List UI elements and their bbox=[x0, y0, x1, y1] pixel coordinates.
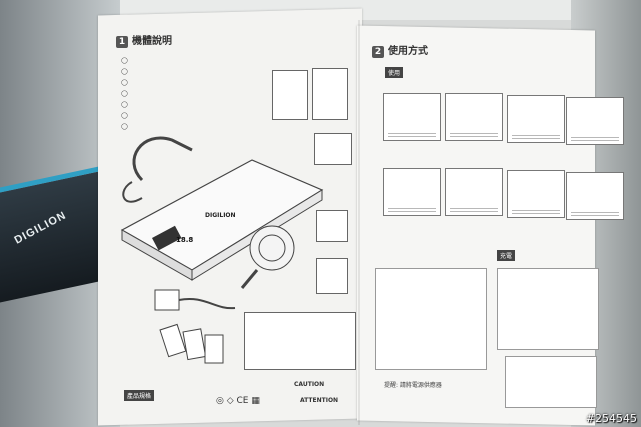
power-bank-brand: DIGILION bbox=[205, 212, 236, 219]
left-section-number: 1 bbox=[116, 36, 128, 48]
parts-list-item bbox=[121, 66, 128, 77]
left-section-heading: 1 機體說明 bbox=[116, 32, 172, 48]
right-section-heading: 2 使用方式 bbox=[372, 42, 428, 58]
plug-illustration bbox=[154, 289, 236, 364]
right-section-number: 2 bbox=[372, 46, 384, 58]
power-bank-screen: 18.8 bbox=[176, 236, 194, 244]
note-text: 提醒: 請將電源供應器 bbox=[384, 382, 442, 389]
step-cell bbox=[507, 170, 565, 218]
certification-icons: ◎ ◇ CE ▦ bbox=[216, 396, 260, 406]
left-section-title: 機體說明 bbox=[132, 36, 172, 47]
step-cell bbox=[566, 97, 624, 145]
step-cell bbox=[445, 168, 503, 216]
usage-tag: 使用 bbox=[385, 67, 404, 78]
step-cell bbox=[566, 172, 624, 220]
right-section-title: 使用方式 bbox=[388, 46, 428, 57]
parts-list-item bbox=[121, 99, 128, 110]
car-charger-diagram bbox=[505, 356, 597, 408]
step-cell bbox=[507, 95, 565, 143]
parts-list-item bbox=[121, 88, 128, 99]
power-bank-illustration bbox=[120, 136, 324, 289]
connect-tag: 充電 bbox=[497, 250, 516, 261]
parts-list-item bbox=[121, 55, 128, 66]
step-cell bbox=[445, 93, 503, 141]
attention-label: ATTENTION bbox=[300, 397, 339, 404]
devices-diagram bbox=[497, 268, 599, 350]
watermark: #254545 bbox=[585, 412, 637, 425]
manual-fold bbox=[358, 20, 360, 425]
step-cell bbox=[383, 168, 441, 216]
adapter-detail-box bbox=[244, 312, 356, 370]
spec-title: 產品規格 bbox=[124, 390, 155, 401]
port-detail-box bbox=[316, 210, 348, 242]
port-detail-box bbox=[316, 258, 348, 294]
caution-label: CAUTION bbox=[294, 381, 325, 388]
pouch-box bbox=[314, 133, 352, 165]
step-cell bbox=[383, 93, 441, 141]
accessory-box bbox=[312, 68, 348, 120]
connection-diagram bbox=[375, 268, 487, 370]
user-manual-box bbox=[272, 70, 308, 120]
parts-list-item bbox=[121, 77, 128, 88]
